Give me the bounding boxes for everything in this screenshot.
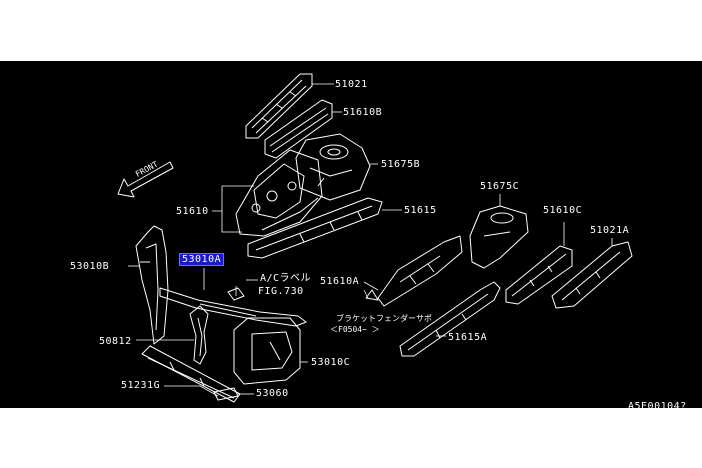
label-f0504: ＜F0504− ＞	[330, 325, 380, 334]
part-51610-shape	[235, 149, 323, 237]
ac-label-sticker-icon	[227, 287, 245, 301]
part-50812-shape	[189, 305, 209, 365]
part-51615a-shape	[399, 281, 501, 357]
front-arrow-icon	[117, 161, 174, 198]
leader-lines	[128, 83, 613, 397]
label-reference-code: A5E00104?	[628, 401, 687, 412]
label-53060: 53060	[256, 388, 289, 399]
label-53010b: 53010B	[70, 261, 110, 272]
label-51021: 51021	[335, 79, 368, 90]
label-bracket-note: ブラケットフェンダーサポ	[336, 314, 432, 323]
label-51675c: 51675C	[480, 181, 520, 192]
label-51675b: 51675B	[381, 159, 421, 170]
label-ac-label: A/Cラベル	[260, 273, 312, 284]
label-53010c: 53010C	[311, 357, 351, 368]
part-51610a-shape	[365, 235, 463, 307]
part-51675c-shape	[469, 205, 529, 269]
label-51610b: 51610B	[343, 107, 383, 118]
diagram-drawing	[117, 73, 633, 403]
part-51610c-shape	[505, 245, 573, 305]
label-51610a: 51610A	[320, 276, 360, 287]
label-51021a: 51021A	[590, 225, 630, 236]
label-fig730: FIG.730	[258, 286, 304, 297]
label-53010a[interactable]: 53010A	[178, 253, 225, 266]
part-53010a-shape	[159, 287, 307, 327]
part-51021a-shape	[551, 241, 633, 309]
label-51610c: 51610C	[543, 205, 583, 216]
part-53060-shape	[213, 387, 239, 401]
parts-diagram: 51021 51610B 51675B 51610 51615 53010B 5…	[0, 61, 702, 412]
part-51231g-shape	[141, 345, 241, 403]
label-51610: 51610	[176, 206, 209, 217]
part-51610b-shape	[264, 99, 333, 159]
label-51615: 51615	[404, 205, 437, 216]
part-51021-shape	[245, 73, 313, 139]
label-51615a: 51615A	[448, 332, 488, 343]
label-50812: 50812	[99, 336, 132, 347]
part-53010b-shape	[135, 225, 169, 345]
part-51615-shape	[247, 197, 383, 259]
label-51231g: 51231G	[121, 380, 161, 391]
part-51675b-shape	[295, 133, 371, 201]
part-53010c-shape	[233, 317, 301, 385]
